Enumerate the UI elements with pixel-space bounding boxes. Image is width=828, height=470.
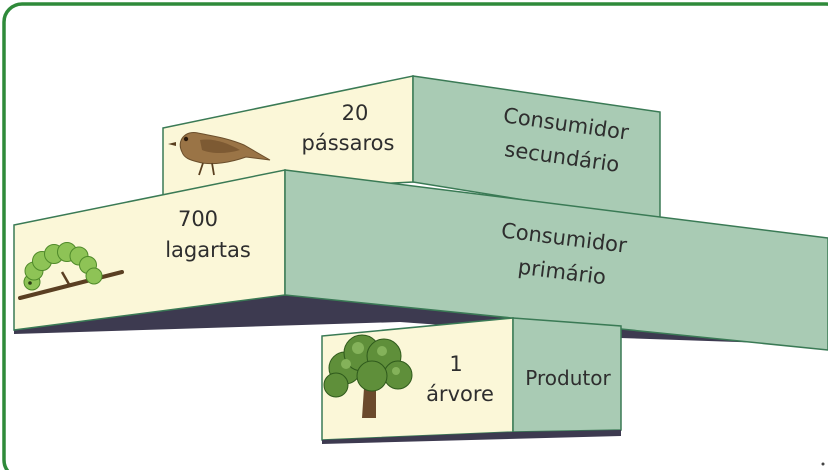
bird-icon [168,131,271,176]
caterpillar-icon [18,242,124,300]
producer-role: Produtor [525,366,611,390]
bird-count: 20 [341,101,369,125]
caterpillar-count: 700 [177,207,219,231]
caterpillar-organism: lagartas [165,238,251,262]
primary-shadow [14,295,828,345]
producer-shadow [322,430,621,444]
level-primary-consumer-block [13,169,828,351]
tree-count: 1 [449,352,463,376]
bird-organism: pássaros [301,131,395,155]
corner-dot [821,462,825,466]
tree-organism: árvore [426,382,494,406]
primary-side-face [284,169,828,351]
tree-icon [323,334,413,418]
